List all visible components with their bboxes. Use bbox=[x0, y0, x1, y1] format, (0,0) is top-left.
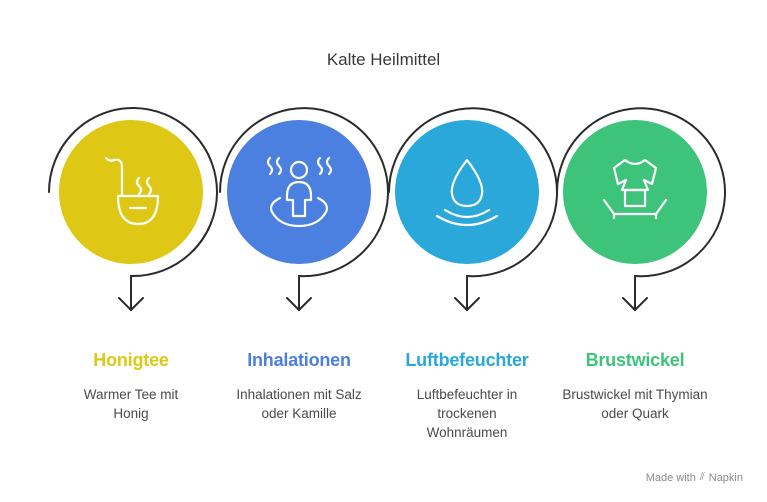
circle-luftbefeuchter bbox=[395, 120, 539, 264]
ring-arc-1 bbox=[48, 107, 218, 278]
arrow-down-3 bbox=[454, 275, 480, 311]
step-brustwickel: Brustwickel Brustwickel mit Thymian oder… bbox=[555, 350, 715, 423]
chest-wrap-icon bbox=[602, 158, 668, 220]
step-heading: Luftbefeuchter bbox=[405, 350, 529, 370]
step-description: Inhalationen mit Salz oder Kamille bbox=[236, 387, 362, 421]
napkin-logo-icon: ⫽ bbox=[699, 471, 705, 483]
steam-inhalation-icon bbox=[266, 156, 333, 228]
ring-arc-2 bbox=[219, 107, 389, 278]
circle-brustwickel bbox=[563, 120, 707, 264]
arrow-down-4 bbox=[622, 275, 648, 311]
ring-arc-3 bbox=[388, 107, 558, 278]
step-luftbefeuchter: Luftbefeuchter Luftbefeuchter in trocken… bbox=[387, 350, 547, 442]
made-with-label: Made with bbox=[645, 471, 696, 484]
water-drop-icon bbox=[435, 158, 499, 226]
circle-honigtee bbox=[59, 120, 203, 264]
ring-arc-4 bbox=[556, 107, 726, 278]
step-description: Warmer Tee mit Honig bbox=[83, 387, 179, 421]
arrow-down-1 bbox=[118, 275, 144, 311]
diagram-title: Kalte Heilmittel bbox=[326, 50, 441, 69]
footer-credit: Made with ⫽ Napkin bbox=[646, 471, 743, 484]
step-honigtee: Honigtee Warmer Tee mit Honig bbox=[51, 350, 211, 423]
step-heading: Honigtee bbox=[93, 350, 169, 370]
circle-inhalationen bbox=[227, 120, 371, 264]
step-inhalationen: Inhalationen Inhalationen mit Salz oder … bbox=[219, 350, 379, 423]
step-heading: Brustwickel bbox=[585, 350, 685, 370]
honey-dipper-icon bbox=[104, 156, 160, 226]
step-description: Luftbefeuchter in trockenen Wohnräumen bbox=[416, 387, 518, 440]
step-description: Brustwickel mit Thymian oder Quark bbox=[562, 387, 708, 421]
brand-label: Napkin bbox=[708, 471, 743, 484]
step-heading: Inhalationen bbox=[247, 350, 351, 370]
arrow-down-2 bbox=[286, 275, 312, 311]
